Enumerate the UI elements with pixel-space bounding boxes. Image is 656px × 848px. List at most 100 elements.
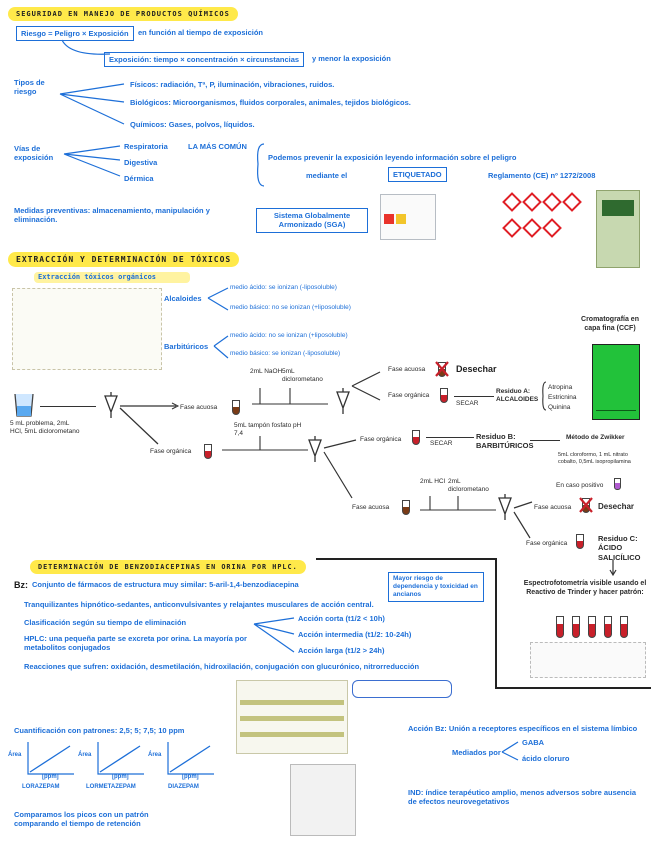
lormetazepam-label: LORMETAZEPAM	[86, 784, 136, 790]
fisicos-text: Físicos: radiación, Tª, P, iluminación, …	[130, 80, 335, 89]
respiratoria-text: Respiratoria	[124, 142, 168, 151]
sga-box: Sistema Globalmente Armonizado (SGA)	[256, 208, 368, 233]
arrow-secar-1	[454, 396, 494, 398]
menor-exposicion-text: y menor la exposición	[312, 54, 391, 63]
section3-frame-bottom	[495, 687, 651, 689]
bz-label: Bz:	[14, 580, 28, 590]
residuo-b: Residuo B: BARBITÚRICOS	[476, 432, 534, 451]
calibration-plot-lorazepam	[27, 742, 74, 775]
trinder-tube-1	[556, 616, 564, 638]
quimicos-text: Químicos: Gases, polvos, líquidos.	[130, 120, 255, 129]
etiquetado-box: ETIQUETADO	[388, 167, 447, 183]
trinder-tube-3	[588, 616, 596, 638]
gaba-text: GABA	[522, 738, 545, 747]
add-reactivos-bracket-1	[252, 388, 328, 405]
ind-text: IND: índice terapéutico amplio, menos ad…	[408, 788, 636, 807]
digestiva-text: Digestiva	[124, 158, 158, 167]
clasificacion-branches	[253, 617, 295, 653]
estricnina: Estricnina	[548, 394, 577, 401]
alcaloides-branches	[207, 287, 229, 311]
mediados-text: Mediados por	[452, 748, 501, 757]
hplc-apparatus-image	[290, 764, 356, 836]
add-reactivos-bracket-3	[420, 496, 496, 511]
medidas-text: Medidas preventivas: almacenamiento, man…	[14, 206, 210, 225]
separatory-funnel-icon-1	[104, 392, 118, 418]
accion-intermedia: Acción intermedia (t1/2: 10-24h)	[298, 630, 412, 639]
accion-bz-text: Acción Bz: Unión a receptores específico…	[408, 724, 638, 733]
tube-acuosa-3	[402, 500, 410, 515]
hplc-chromatogram-band-1	[240, 700, 344, 705]
barbituricos-acido: medio ácido: no se ionizan (+liposoluble…	[230, 332, 348, 339]
accion-larga: Acción larga (t1/2 > 24h)	[298, 646, 385, 655]
alcaloides-acido: medio ácido: se ionizan (-liposoluble)	[230, 284, 337, 291]
label-image-1-yellow	[396, 214, 406, 224]
trinder-table-image	[530, 642, 646, 678]
alcaloides-basico: medio básico: no se ionizan (+liposolubl…	[230, 304, 351, 311]
desechar-2: Desechar	[598, 502, 635, 511]
arrow-residuo-b	[530, 440, 560, 442]
calibration-plot-lormetazepam	[97, 742, 144, 775]
reacciones-text: Reacciones que sufren: oxidación, desmet…	[24, 662, 420, 671]
tampon-text: 5mL tampón fosfato pH 7,4	[234, 422, 302, 438]
biologicos-text: Biológicos: Microorganismos, fluidos cor…	[130, 98, 411, 107]
tube-acuosa-1	[232, 400, 240, 415]
arrow-main	[40, 406, 96, 408]
conc-label-3: [ppm]	[182, 774, 199, 780]
cuantificacion-text: Cuantificación con patrones: 2,5; 5; 7,5…	[14, 726, 185, 735]
comparamos-text: Comparamos los picos con un patrón compa…	[14, 810, 149, 829]
tube-organica-4	[576, 534, 584, 549]
barbituricos-label: Barbitúricos	[164, 342, 209, 351]
section2-subtitle: Extracción tóxicos orgánicos	[38, 273, 157, 281]
caso-positivo: En caso positivo	[556, 482, 604, 489]
discard-cross-icon-2	[579, 497, 593, 513]
arrows-split-3	[323, 439, 357, 499]
tipos-riesgo-label: Tipos de riesgo	[14, 78, 45, 97]
reglamento-text: Reglamento (CE) nº 1272/2008	[488, 171, 596, 180]
discard-cross-icon-1	[435, 361, 449, 377]
hplc-chromatogram-band-2	[240, 716, 344, 721]
arrows-split-4	[513, 501, 533, 539]
acido-cloruro-text: ácido cloruro	[522, 754, 570, 763]
ccf-plate-baseline	[596, 410, 636, 411]
fase-organica-4: Fase orgánica	[526, 540, 568, 547]
fase-organica-3: Fase orgánica	[360, 436, 402, 443]
residuo-c: Residuo C: ÁCIDO SALICÍLICO	[598, 534, 641, 562]
reactivos-3b: 2mL diclorometano	[448, 478, 489, 494]
dermica-text: Dérmica	[124, 174, 154, 183]
section2-subtitle-highlight	[34, 272, 190, 283]
connector-riesgo	[61, 39, 111, 55]
alcaloides-label: Alcaloides	[164, 294, 202, 303]
conc-label-1: [ppm]	[42, 774, 59, 780]
mas-comun-text: LA MÁS COMÚN	[188, 142, 247, 151]
reactivos-1b: 5mL diclorometano	[282, 368, 323, 384]
separatory-funnel-icon-3	[308, 436, 322, 462]
metodo-zwikker: Método de Zwikker	[566, 434, 625, 441]
arrow-down-espectro	[609, 560, 617, 577]
brace-vias	[257, 143, 265, 187]
section2-title: EXTRACCIÓN Y DETERMINACIÓN DE TÓXICOS	[8, 252, 240, 267]
brace-residuo-a	[542, 381, 547, 411]
diazepam-label: DIAZEPAM	[168, 784, 199, 790]
espectro-text: Espectrofotometría visible usando el Rea…	[523, 580, 647, 596]
add-tampon-bracket	[222, 436, 308, 451]
secar-2: SECAR	[430, 440, 453, 447]
calibration-plot-diazepam	[167, 742, 214, 775]
zwikker-detalle: 5mL cloroformo, 1 mL nitrato cobalto, 0,…	[558, 452, 631, 465]
fase-organica-1: Fase orgánica	[388, 392, 430, 399]
hplc-text: HPLC: una pequeña parte se excreta por o…	[24, 634, 247, 653]
podemos-text: Podemos prevenir la exposición leyendo i…	[268, 153, 517, 162]
trinder-tube-2	[572, 616, 580, 638]
fase-acuosa-2: Fase acuosa	[388, 366, 426, 373]
hplc-chromatogram-band-3	[240, 732, 344, 737]
vias-branches	[63, 145, 121, 177]
separatory-funnel-icon-2	[336, 388, 350, 414]
tranquilizantes-text: Tranquilizantes hipnótico-sedantes, anti…	[24, 600, 374, 609]
atropina: Atropina	[548, 384, 573, 391]
section3-frame-top	[316, 558, 496, 560]
tube-organica-3	[412, 430, 420, 445]
muestra-text: 5 mL problema, 2mL HCl, 5mL diclorometan…	[10, 420, 80, 436]
mayor-riesgo-box: Mayor riesgo de dependencia y toxicidad …	[388, 572, 484, 603]
tube-organica-1	[440, 388, 448, 403]
molecule-structures-image	[12, 288, 162, 370]
trinder-tube-5	[620, 616, 628, 638]
